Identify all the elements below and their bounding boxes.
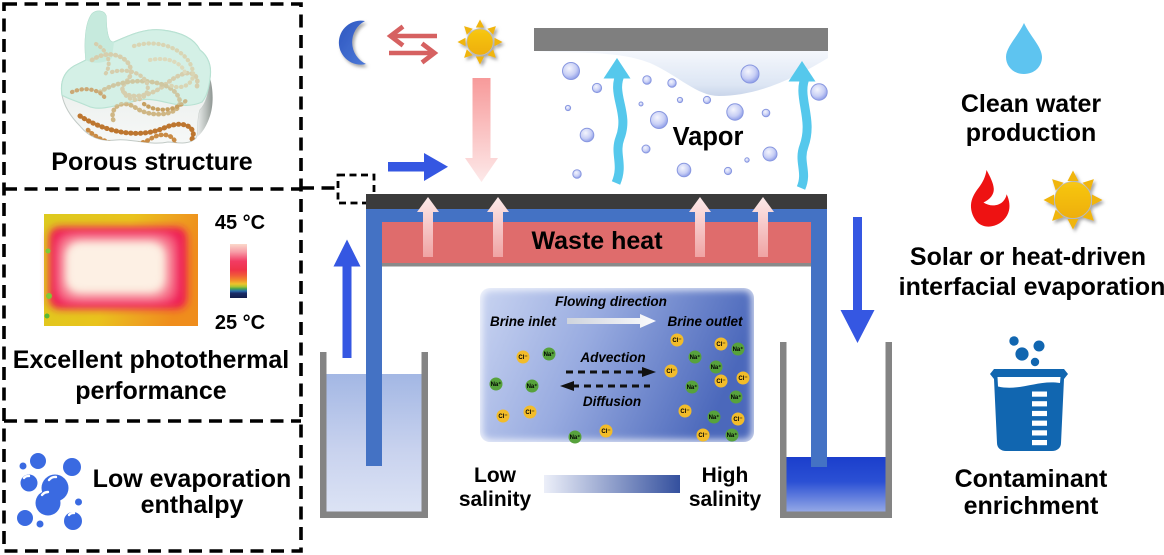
svg-text:Cl⁻: Cl⁻ — [666, 369, 675, 375]
svg-text:Brine outlet: Brine outlet — [667, 314, 743, 329]
svg-text:Cl⁻: Cl⁻ — [716, 379, 725, 385]
svg-text:Na⁺: Na⁺ — [690, 354, 701, 361]
svg-text:Na⁺: Na⁺ — [711, 364, 722, 371]
svg-text:Cl⁻: Cl⁻ — [738, 376, 747, 382]
svg-text:Cl⁻: Cl⁻ — [733, 417, 742, 423]
svg-text:Flowing direction: Flowing direction — [555, 294, 667, 309]
svg-text:Brine inlet: Brine inlet — [490, 314, 557, 329]
svg-text:Na⁺: Na⁺ — [731, 394, 742, 401]
svg-text:Cl⁻: Cl⁻ — [698, 433, 707, 439]
svg-text:Contaminant: Contaminant — [955, 465, 1108, 493]
svg-text:Na⁺: Na⁺ — [733, 346, 744, 353]
svg-text:Vapor: Vapor — [673, 123, 744, 151]
svg-text:enrichment: enrichment — [964, 492, 1099, 520]
svg-text:Clean water: Clean water — [961, 90, 1102, 118]
svg-text:Na⁺: Na⁺ — [709, 414, 720, 421]
svg-text:Diffusion: Diffusion — [583, 394, 641, 409]
svg-text:High: High — [702, 464, 749, 487]
svg-text:Cl⁻: Cl⁻ — [525, 410, 534, 416]
svg-text:performance: performance — [75, 377, 227, 405]
svg-text:Low: Low — [474, 464, 517, 487]
svg-text:Cl⁻: Cl⁻ — [518, 355, 527, 361]
svg-text:Cl⁻: Cl⁻ — [672, 338, 681, 344]
svg-text:enthalpy: enthalpy — [141, 491, 244, 519]
svg-text:Cl⁻: Cl⁻ — [498, 414, 507, 420]
svg-text:Cl⁻: Cl⁻ — [716, 342, 725, 348]
svg-text:Na⁺: Na⁺ — [527, 383, 538, 390]
svg-text:Solar or heat-driven: Solar or heat-driven — [910, 243, 1146, 271]
svg-text:25 °C: 25 °C — [215, 312, 265, 334]
svg-text:interfacial evaporation: interfacial evaporation — [899, 273, 1164, 301]
svg-text:45 °C: 45 °C — [215, 212, 265, 234]
svg-text:Na⁺: Na⁺ — [687, 384, 698, 391]
svg-text:Excellent photothermal: Excellent photothermal — [13, 346, 289, 374]
svg-text:salinity: salinity — [689, 488, 762, 511]
svg-text:Waste heat: Waste heat — [531, 227, 663, 255]
svg-text:Porous structure: Porous structure — [51, 148, 253, 176]
svg-text:salinity: salinity — [459, 488, 532, 511]
svg-text:Na⁺: Na⁺ — [544, 351, 555, 358]
svg-text:Cl⁻: Cl⁻ — [601, 429, 610, 435]
svg-text:Na⁺: Na⁺ — [727, 432, 738, 439]
svg-text:Na⁺: Na⁺ — [491, 381, 502, 388]
svg-text:Cl⁻: Cl⁻ — [680, 409, 689, 415]
svg-text:Advection: Advection — [579, 350, 645, 365]
svg-text:Na⁺: Na⁺ — [570, 434, 581, 441]
svg-text:production: production — [966, 119, 1097, 147]
svg-text:Low evaporation: Low evaporation — [93, 465, 292, 493]
